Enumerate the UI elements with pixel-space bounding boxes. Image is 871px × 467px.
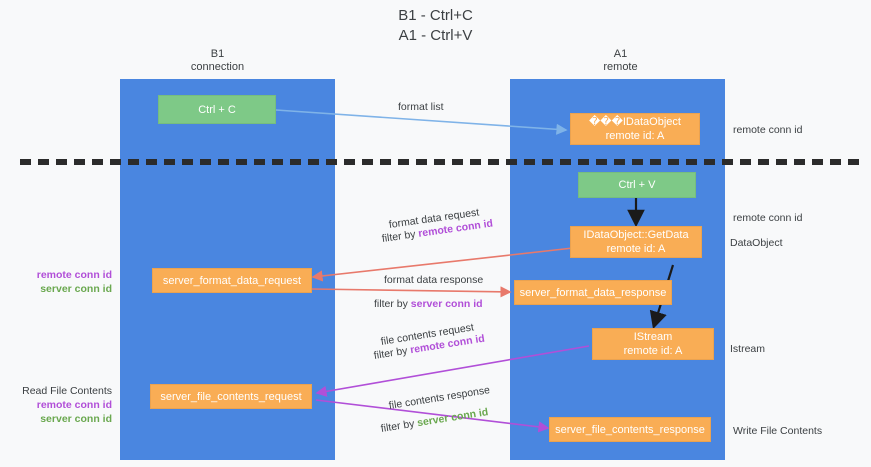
filter-prefix-2: filter by xyxy=(374,298,411,310)
filter-key-server-conn-id-2: server conn id xyxy=(416,406,490,430)
box-server-file-contents-response[interactable]: server_file_contents_response xyxy=(549,417,711,442)
annotation-left-server-conn-id-1: server conn id xyxy=(40,283,112,295)
box-istream-title: IStream xyxy=(633,331,673,343)
box-ctrl-c-label: Ctrl + C xyxy=(198,103,236,116)
annotation-left-conn-ids-group-1: remote conn id server conn id xyxy=(0,268,112,296)
column-header-b1: B1 connection xyxy=(155,48,280,74)
annotation-left-server-conn-id-2: server conn id xyxy=(40,413,112,425)
annotation-remote-conn-id-top: remote conn id xyxy=(733,124,803,136)
box-istream[interactable]: IStream remote id: A xyxy=(592,328,714,360)
column-header-b1-name: B1 xyxy=(210,48,225,60)
box-server-file-contents-request-label: server_file_contents_request xyxy=(160,390,302,403)
annotation-write-file-contents: Write File Contents xyxy=(733,425,823,437)
filter-prefix-1: filter by xyxy=(381,227,420,245)
column-header-a1-sub: remote xyxy=(603,61,638,73)
box-server-format-data-request[interactable]: server_format_data_request xyxy=(152,268,312,293)
filter-key-server-conn-id-1: server conn id xyxy=(410,298,483,310)
box-server-format-data-request-label: server_format_data_request xyxy=(162,274,302,287)
annotation-dataobject: DataObject xyxy=(730,237,783,249)
box-server-file-contents-response-label: server_file_contents_response xyxy=(555,423,705,436)
column-header-a1-name: A1 xyxy=(613,48,628,60)
filter-prefix-3: filter by xyxy=(372,344,412,362)
box-idataobject[interactable]: ���IDataObject remote id: A xyxy=(570,113,700,145)
column-header-b1-sub: connection xyxy=(190,61,245,73)
box-getdata-title: IDataObject::GetData xyxy=(583,229,689,241)
page-title: B1 - Ctrl+C A1 - Ctrl+V xyxy=(398,7,473,44)
box-ctrl-v-label: Ctrl + V xyxy=(618,179,656,191)
annotation-remote-conn-id-mid: remote conn id xyxy=(733,212,803,224)
box-server-file-contents-request[interactable]: server_file_contents_request xyxy=(150,384,312,409)
box-server-format-data-response-label: server_format_data_response xyxy=(519,286,667,299)
annotation-read-file-contents: Read File Contents xyxy=(22,385,112,397)
arrow-format-data-response xyxy=(311,286,512,298)
annotation-left-conn-ids-group-2: Read File Contents remote conn id server… xyxy=(0,384,112,426)
annotation-istream: Istream xyxy=(730,343,766,355)
edge-label-format-data-response: format data response xyxy=(384,274,484,286)
edge-label-format-list: format list xyxy=(398,101,444,113)
annotation-left-remote-conn-id-2: remote conn id xyxy=(36,399,112,411)
box-istream-sub: remote id: A xyxy=(623,345,683,357)
box-idataobject-title: ���IDataObject xyxy=(589,116,681,128)
annotation-left-remote-conn-id-1: remote conn id xyxy=(36,269,112,281)
box-getdata-sub: remote id: A xyxy=(606,243,666,255)
filter-prefix-4: filter by xyxy=(379,417,419,435)
box-idataobject-sub: remote id: A xyxy=(605,130,665,142)
column-header-a1: A1 remote xyxy=(558,48,683,74)
box-ctrl-v[interactable]: Ctrl + V xyxy=(578,172,696,198)
box-server-format-data-response[interactable]: server_format_data_response xyxy=(514,280,672,305)
box-idataobject-getdata[interactable]: IDataObject::GetData remote id: A xyxy=(570,226,702,258)
box-ctrl-c[interactable]: Ctrl + C xyxy=(158,95,276,124)
edge-label-format-data-response-filter: filter by server conn id xyxy=(374,298,483,311)
